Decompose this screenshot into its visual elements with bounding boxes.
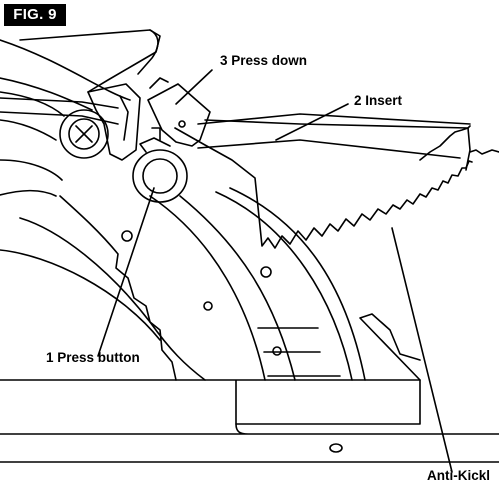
arbor-bolt-outer	[59, 109, 109, 159]
callout-press-down: 3 Press down	[220, 53, 308, 68]
callout-press-button: 1 Press button	[46, 350, 140, 365]
base-rail	[0, 423, 499, 435]
guard-rivet	[260, 266, 272, 278]
leader-press-down	[175, 69, 213, 105]
motor-housing	[0, 39, 131, 141]
blade-guard-outer-arc	[149, 195, 266, 381]
lower-guard-left-edge	[59, 195, 177, 381]
saw-blade-top-edge	[204, 119, 469, 129]
guard-rivet	[203, 301, 213, 311]
arbor-rod	[0, 97, 119, 125]
leader-anti-kickback	[391, 227, 453, 473]
lock-lever	[147, 83, 211, 147]
spindle-lock-button	[132, 149, 188, 203]
callout-anti-kickback: Anti-Kickl	[427, 468, 491, 483]
guard-rivet	[121, 230, 133, 242]
spindle-lock-bracket	[87, 83, 141, 161]
base-screw-hole	[329, 443, 343, 453]
guard-rivet	[272, 346, 282, 356]
saw-base-plate	[0, 379, 421, 425]
saw-blade-teeth	[174, 127, 473, 249]
figure-label: FIG. 9	[4, 4, 66, 26]
leader-insert	[275, 103, 349, 141]
callout-insert: 2 Insert	[354, 93, 403, 108]
blade-wrench	[197, 113, 471, 159]
blade-guard-inner-arc	[179, 195, 296, 381]
spindle-lock-button-inner	[142, 158, 178, 194]
leader-press-button	[97, 187, 155, 357]
arbor-bolt-inner	[68, 118, 100, 150]
